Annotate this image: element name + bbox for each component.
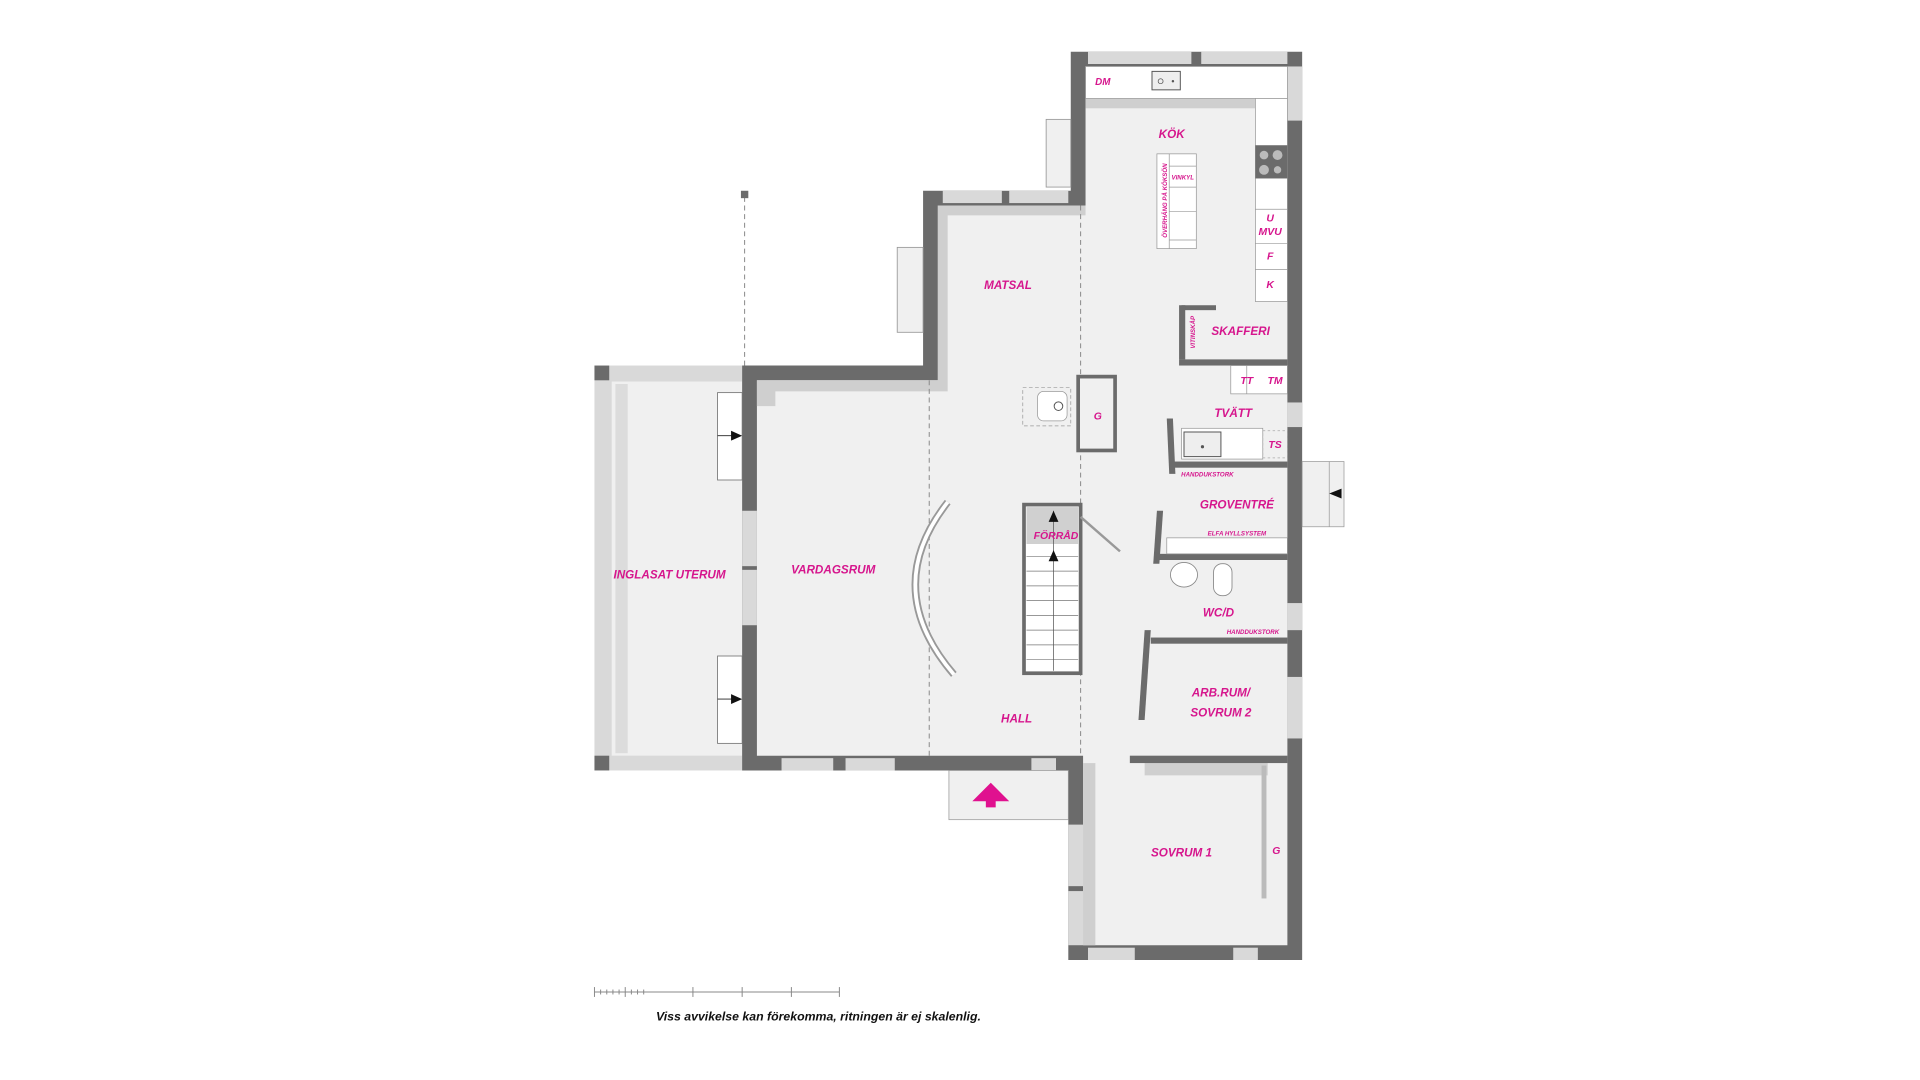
kitchen-bay (1045, 118, 1072, 188)
label-elfa: ELFA HYLLSYSTEM (1208, 530, 1267, 537)
main-entrance[interactable] (948, 770, 1069, 821)
disclaimer: Viss avvikelse kan förekomma, ritningen … (656, 1009, 981, 1023)
label-ts: TS (1268, 440, 1281, 451)
room-label-forrad: FÖRRÅD (1034, 529, 1079, 542)
label-handdukstork-1: HANDDUKSTORK (1181, 471, 1234, 478)
scale-bar (593, 987, 840, 997)
label-overhang: ÖVERHÄNG PÅ KÖKSÖN (1162, 163, 1169, 238)
label-tm: TM (1268, 376, 1283, 387)
room-label-hall: HALL (1001, 712, 1032, 725)
laundry-counter (1181, 427, 1288, 460)
matsal-bay (896, 246, 924, 333)
label-vitinskap: VITINSKÅP (1190, 315, 1197, 349)
kitchen-island (1156, 153, 1197, 249)
room-label-kok: KÖK (1159, 128, 1187, 141)
wc-fixtures (1170, 562, 1233, 597)
marker-post (740, 190, 749, 199)
room-label-groventre: GROVENTRÉ (1200, 498, 1275, 511)
room-label-wc: WC/D (1203, 607, 1235, 620)
entrance-arrow-icon (972, 782, 1010, 808)
hall-closet (1076, 374, 1117, 453)
sunroom-door-upper[interactable] (717, 392, 743, 481)
label-tt: TT (1240, 376, 1254, 387)
sunroom-door-lower[interactable] (717, 655, 743, 744)
label-f: F (1267, 252, 1274, 263)
interior-walls (1129, 305, 1288, 899)
label-vinkyl: VINKYL (1172, 175, 1195, 182)
room-label-uterum: INGLASAT UTERUM (613, 568, 725, 581)
room-label-matsal: MATSAL (984, 279, 1032, 292)
label-dm: DM (1095, 77, 1111, 88)
staircase (1022, 502, 1121, 676)
label-g-hall: G (1094, 412, 1102, 423)
room-label-tvatt: TVÄTT (1214, 407, 1253, 420)
room-label-arbrum-1: ARB.RUM/ (1191, 687, 1252, 700)
label-mvu: MVU (1259, 227, 1283, 238)
room-label-skafferi: SKAFFERI (1211, 325, 1270, 338)
label-k: K (1266, 280, 1275, 291)
side-entrance[interactable] (1301, 461, 1345, 528)
label-g-sovrum: G (1272, 846, 1280, 857)
arrow-left-icon (1329, 488, 1342, 499)
room-label-sovrum1: SOVRUM 1 (1151, 847, 1212, 860)
windows (742, 51, 1303, 960)
table-icon (1022, 387, 1072, 427)
room-label-vardagsrum: VARDAGSRUM (791, 564, 875, 577)
room-label-arbrum-2: SOVRUM 2 (1190, 706, 1252, 719)
sink-icon (1151, 70, 1181, 91)
label-u: U (1266, 214, 1274, 225)
elfa-shelf (1166, 537, 1288, 555)
wall-shadows (756, 98, 1268, 946)
label-handdukstork-2: HANDDUKSTORK (1227, 629, 1280, 636)
stove-icon (1255, 145, 1288, 179)
kitchen-counters (1085, 66, 1288, 302)
